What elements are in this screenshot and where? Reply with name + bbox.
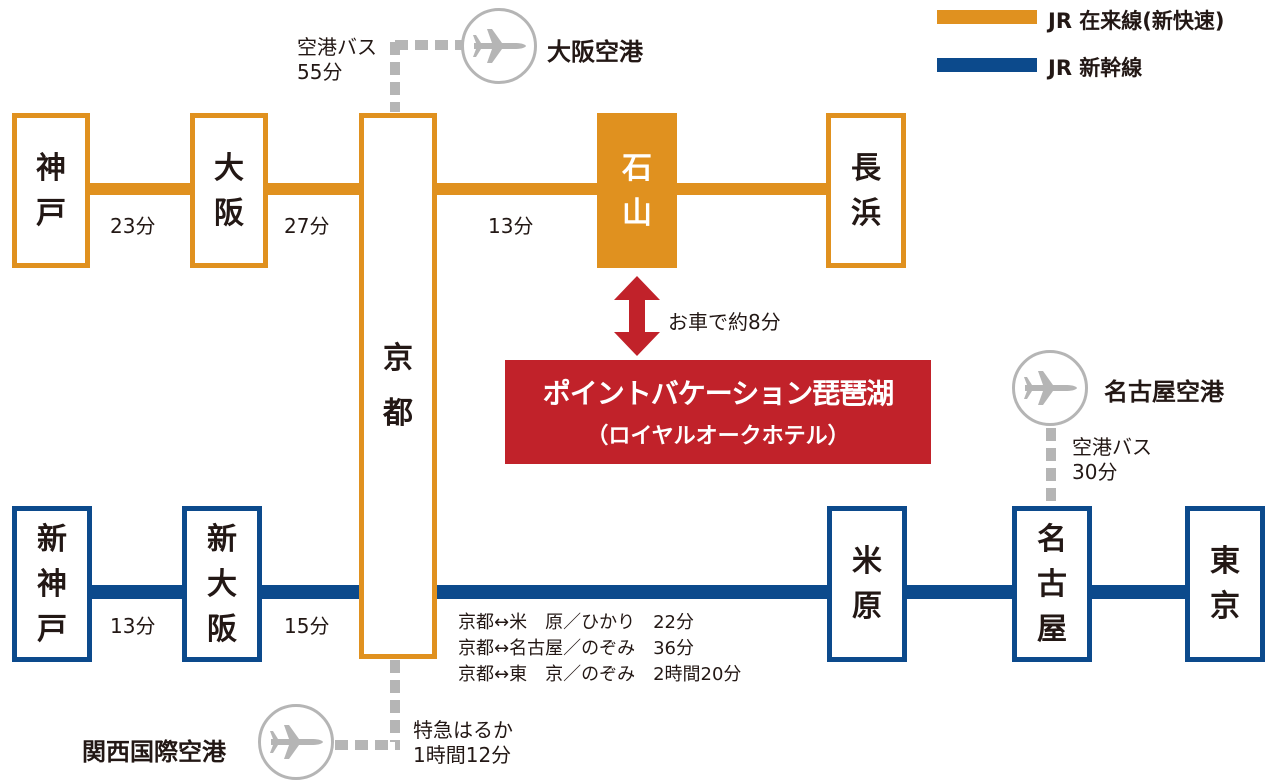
- station-tokyo: 東 京: [1185, 506, 1265, 662]
- chubu-airport-plane-icon: [1012, 350, 1088, 426]
- station-kyoto-char-1: 京: [383, 341, 413, 376]
- station-ishiyama-char-2: 山: [622, 195, 652, 231]
- station-osaka-char-2: 阪: [214, 195, 244, 231]
- station-kyoto: 京 都: [359, 113, 437, 659]
- station-nagoya-char-3: 屋: [1037, 611, 1067, 647]
- station-osaka-char-1: 大: [214, 150, 244, 186]
- car-access-label: お車で約8分: [668, 310, 781, 334]
- station-kyoto-char-2: 都: [383, 396, 413, 431]
- station-nagahama: 長 浜: [826, 113, 906, 268]
- station-osaka: 大 阪: [190, 113, 268, 268]
- station-maibara-char-2: 原: [852, 589, 882, 624]
- station-kobe-char-2: 戸: [36, 195, 66, 231]
- station-kobe-char-1: 神: [36, 150, 66, 186]
- itami-bus-label: 空港バス 55分: [297, 35, 377, 85]
- legend-label-shinkansen: JR 新幹線: [1048, 56, 1143, 80]
- station-ishiyama: 石 山: [597, 113, 677, 268]
- station-nagahama-char-1: 長: [851, 150, 881, 186]
- station-maibara-char-1: 米: [852, 544, 882, 579]
- legend-label-zairaisen: JR 在来線(新快速): [1048, 9, 1225, 33]
- kansai-haruka-label-line1: 特急はるか: [413, 718, 513, 742]
- itami-bus-route: [390, 42, 400, 112]
- itami-bus-label-line2: 55分: [297, 60, 343, 84]
- station-shinkobe-char-1: 新: [37, 521, 67, 557]
- chubu-bus-route: [1046, 428, 1056, 508]
- station-shinosaka: 新 大 阪: [182, 506, 262, 662]
- car-access-arrow-icon: [614, 276, 660, 356]
- station-shinosaka-char-2: 大: [207, 566, 237, 602]
- time-kobe-osaka: 23分: [110, 214, 156, 238]
- shinkansen-time-maibara: 京都↔米 原／ひかり 22分: [458, 612, 694, 633]
- station-shinosaka-char-1: 新: [207, 521, 237, 557]
- shinkansen-time-tokyo: 京都↔東 京／のぞみ 2時間20分: [458, 664, 742, 685]
- station-nagoya-char-2: 古: [1037, 566, 1067, 602]
- station-shinosaka-char-3: 阪: [207, 611, 237, 647]
- chubu-airport-name: 名古屋空港: [1104, 378, 1224, 406]
- station-shinkobe-char-3: 戸: [37, 611, 67, 647]
- station-tokyo-char-1: 東: [1210, 544, 1240, 579]
- hotel-subtitle: （ロイヤルオークホテル）: [586, 424, 850, 449]
- station-kobe: 神 戸: [12, 113, 90, 268]
- legend-swatch-shinkansen: [937, 58, 1037, 72]
- station-ishiyama-char-1: 石: [622, 150, 652, 186]
- itami-bus-label-line1: 空港バス: [297, 35, 377, 59]
- kansai-haruka-route-horizontal: [335, 740, 400, 750]
- kansai-haruka-label: 特急はるか 1時間12分: [413, 718, 513, 768]
- chubu-bus-label-line1: 空港バス: [1072, 435, 1152, 459]
- station-nagoya: 名 古 屋: [1012, 506, 1092, 662]
- time-kyoto-ishiyama: 13分: [488, 214, 534, 238]
- kansai-haruka-route: [390, 660, 400, 742]
- shinkansen-times-list: 京都↔米 原／ひかり 22分 京都↔名古屋／のぞみ 36分 京都↔東 京／のぞみ…: [458, 610, 741, 688]
- station-nagoya-char-1: 名: [1037, 521, 1067, 557]
- hotel-name: ポイントバケーション琵琶湖: [542, 377, 894, 410]
- chubu-bus-label-line2: 30分: [1072, 460, 1118, 484]
- kansai-airport-name: 関西国際空港: [82, 738, 226, 766]
- station-nagahama-char-2: 浜: [851, 195, 881, 231]
- station-shinkobe: 新 神 戸: [12, 506, 92, 662]
- time-osaka-kyoto: 27分: [284, 214, 330, 238]
- shinkansen-time-nagoya: 京都↔名古屋／のぞみ 36分: [458, 638, 694, 659]
- kansai-haruka-label-line2: 1時間12分: [413, 743, 512, 767]
- legend-swatch-zairaisen: [937, 10, 1037, 24]
- itami-airport-name: 大阪空港: [547, 38, 643, 66]
- chubu-bus-label: 空港バス 30分: [1072, 435, 1152, 485]
- station-tokyo-char-2: 京: [1210, 589, 1240, 624]
- time-shinkobe-shinosaka: 13分: [110, 614, 156, 638]
- kansai-airport-plane-icon: [258, 704, 334, 780]
- itami-bus-route-horizontal: [395, 40, 465, 50]
- itami-airport-plane-icon: [461, 8, 537, 84]
- station-shinkobe-char-2: 神: [37, 566, 67, 602]
- station-maibara: 米 原: [827, 506, 907, 662]
- time-shinosaka-kyoto: 15分: [284, 614, 330, 638]
- hotel-banner: ポイントバケーション琵琶湖 （ロイヤルオークホテル）: [505, 360, 931, 464]
